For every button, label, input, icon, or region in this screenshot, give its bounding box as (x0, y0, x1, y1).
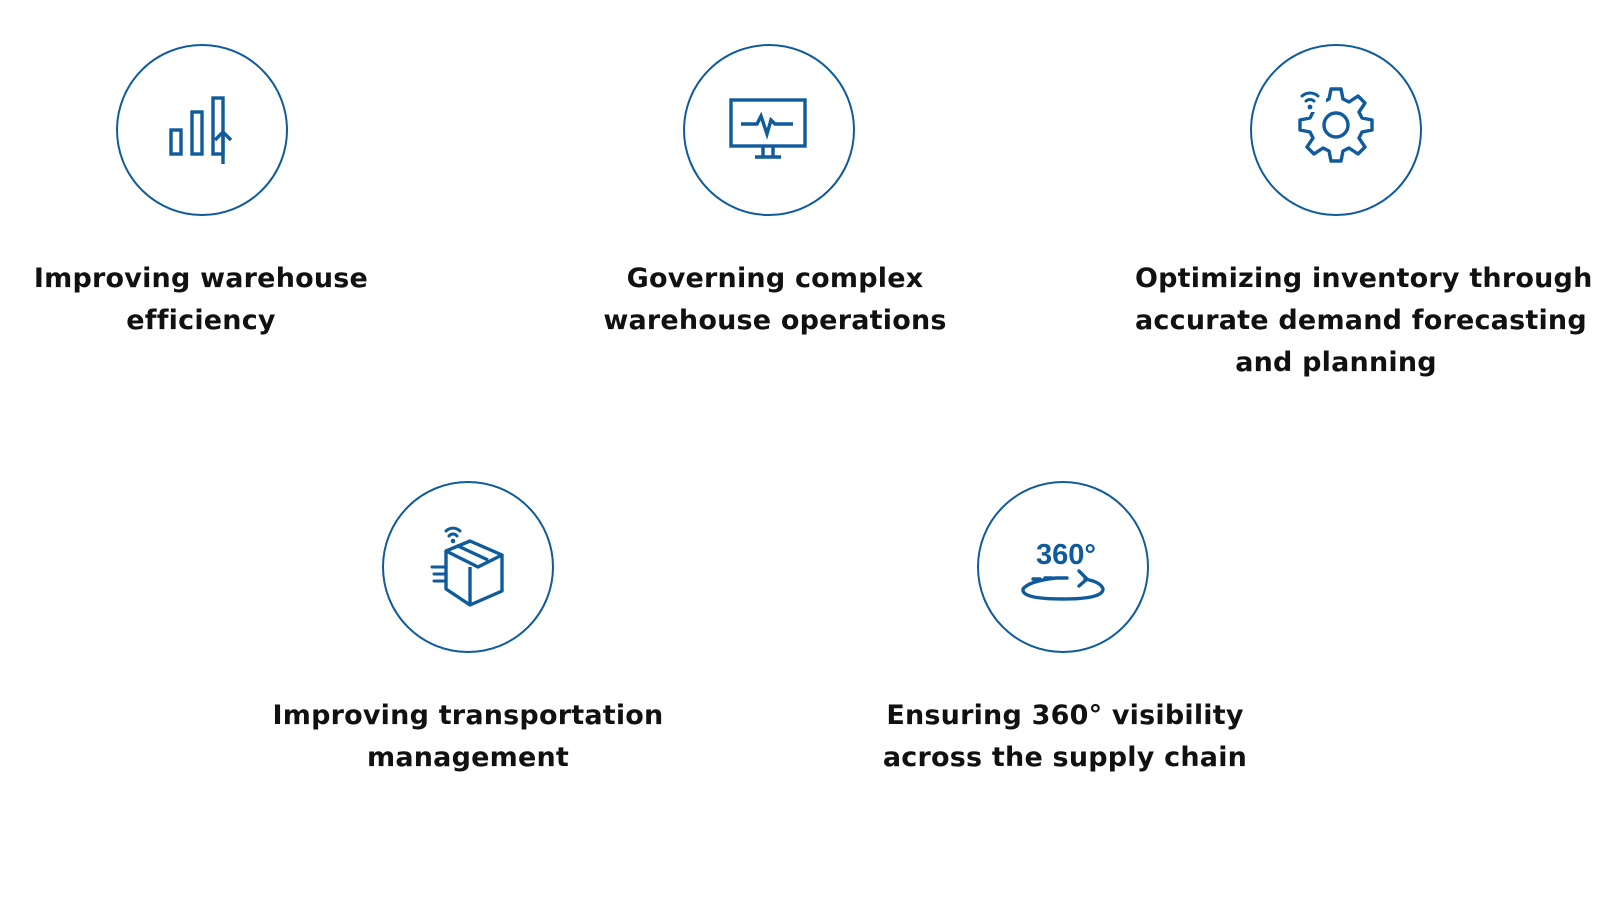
icon-circle (116, 44, 288, 216)
bar-chart-growth-icon (169, 96, 233, 164)
feature-label: Ensuring 360° visibility across the supp… (882, 700, 1248, 773)
feature-label: Optimizing inventory through accurate de… (1135, 263, 1593, 378)
360-rotation-icon: 360° (1021, 539, 1105, 601)
feature-label: Improving warehouse efficiency (33, 263, 369, 336)
feature-label: Governing complex warehouse operations (603, 263, 947, 336)
connected-delivery-box-icon (430, 526, 504, 607)
icon-circle (683, 44, 855, 216)
icon-circle: 360° (977, 481, 1149, 653)
smart-gear-icon (1296, 84, 1374, 163)
icon-circle (1250, 44, 1422, 216)
icon-circle (382, 481, 554, 653)
feature-label: Improving transportation management (272, 700, 664, 773)
monitor-pulse-icon (729, 98, 807, 159)
360-label: 360° (1036, 539, 1096, 571)
